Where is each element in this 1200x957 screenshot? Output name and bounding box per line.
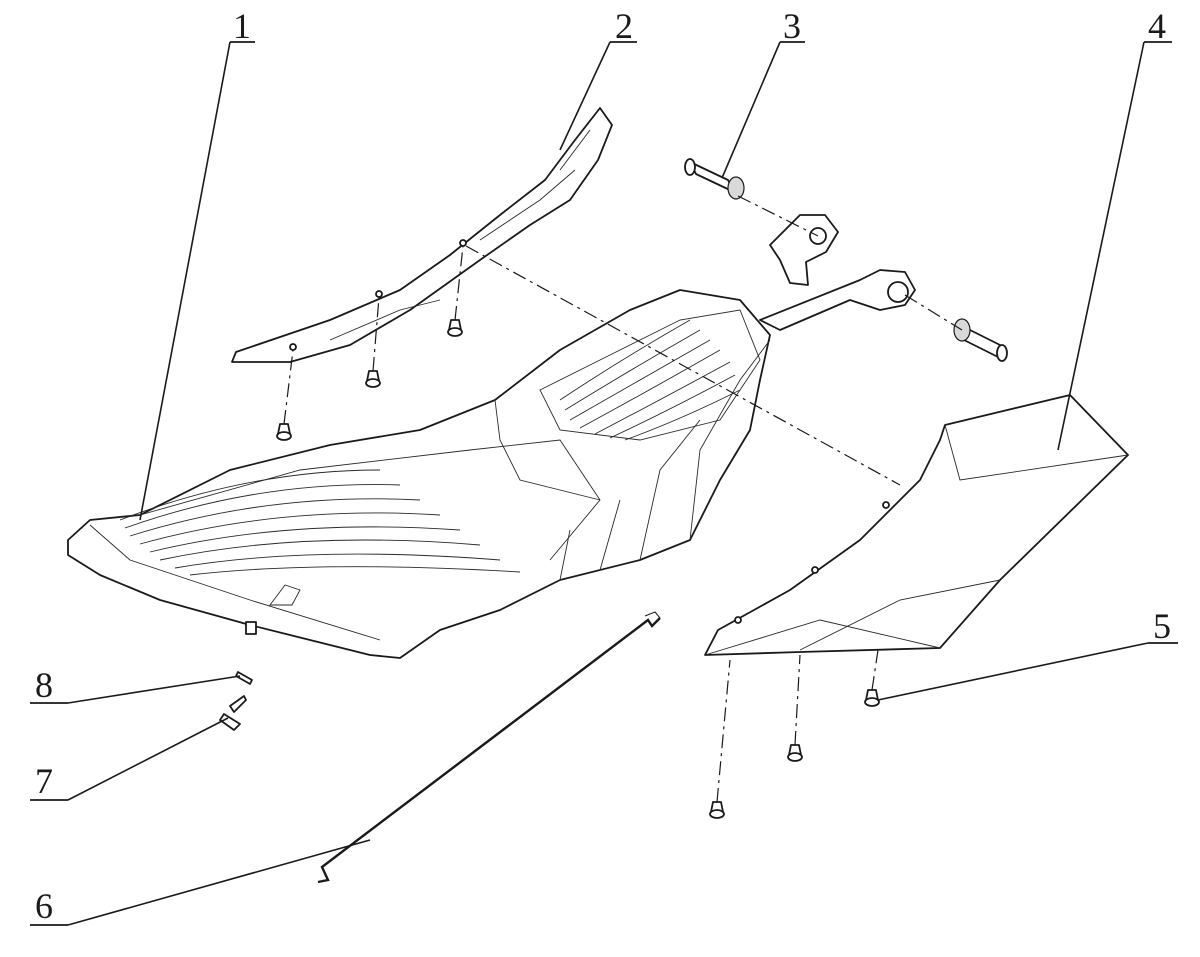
part-8-spring-pin [235, 671, 253, 685]
part-3-pivot-pin-b [953, 318, 1008, 362]
part-1-floor-panel [67, 289, 771, 659]
assembly-lines [283, 195, 963, 803]
callout-8: 8 [30, 665, 241, 705]
callout-label-3: 3 [783, 6, 801, 46]
part-2-side-rail [231, 107, 613, 363]
callout-3: 3 [721, 6, 805, 179]
screw-cover-b [787, 744, 803, 762]
callout-7: 7 [30, 717, 229, 801]
part-3-pivot-pin [684, 158, 745, 200]
part-4-side-cover [704, 394, 1129, 656]
screw-rail-a [276, 423, 292, 441]
callout-label-1: 1 [233, 6, 251, 46]
screw-rail-c [447, 319, 463, 337]
callout-6: 6 [30, 839, 371, 926]
callout-label-4: 4 [1148, 6, 1166, 46]
callout-1: 1 [139, 6, 255, 521]
callout-label-8: 8 [35, 665, 53, 705]
part-6-rod [317, 611, 661, 884]
callout-4: 4 [1057, 6, 1172, 451]
callout-label-7: 7 [35, 761, 53, 801]
pivot-bracket [759, 214, 916, 331]
callout-2: 2 [559, 6, 637, 151]
callout-label-2: 2 [615, 6, 633, 46]
callout-5: 5 [877, 606, 1178, 701]
callout-label-6: 6 [35, 886, 53, 926]
callout-label-5: 5 [1153, 606, 1171, 646]
screw-cover-c [709, 801, 725, 819]
part-7-wing-bolt [219, 695, 247, 731]
part-5-screw [864, 689, 880, 707]
screw-rail-b [365, 370, 381, 388]
